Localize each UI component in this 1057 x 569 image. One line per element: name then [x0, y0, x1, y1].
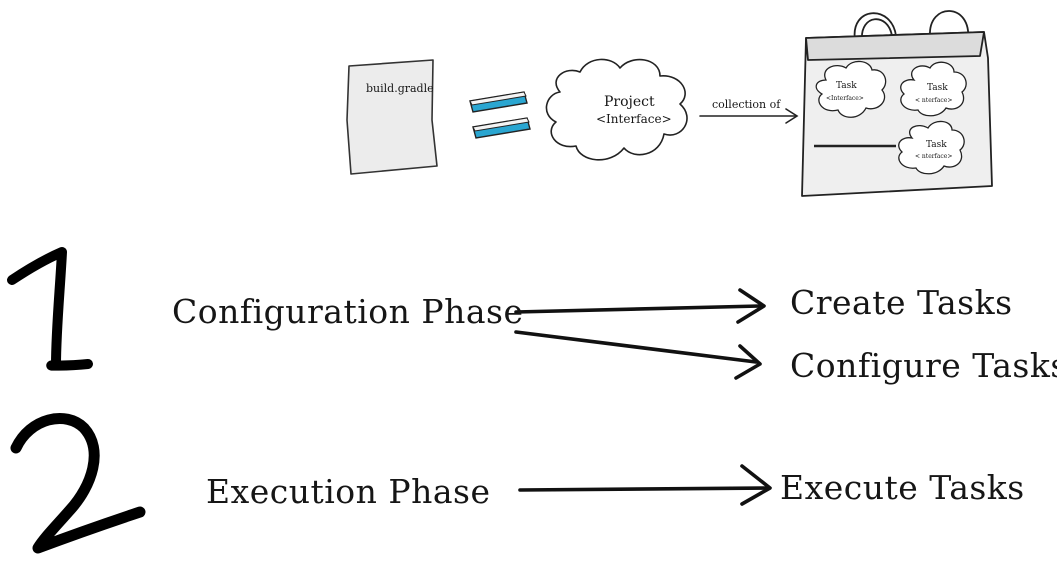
arrow-configuration-configure: [514, 330, 758, 364]
execute-tasks-label: Execute Tasks: [780, 468, 1025, 507]
phase-number-1: [7, 247, 93, 371]
task-label: Task: [926, 140, 947, 150]
execution-phase-label: Execution Phase: [206, 472, 491, 511]
collection-of-label: collection of: [712, 98, 781, 111]
task-cloud-shape: [900, 61, 967, 117]
project-label: Project: [604, 94, 655, 110]
create-tasks-label: Create Tasks: [790, 283, 1013, 322]
task-cloud-shape: [815, 60, 887, 118]
build-file-document: [346, 59, 438, 175]
phase-number-2: [10, 413, 146, 554]
project-interface-label: <Interface>: [596, 112, 672, 126]
arrow-configuration-create: [514, 304, 762, 314]
phase-arrows: [514, 288, 772, 506]
configuration-phase-label: Configuration Phase: [172, 292, 524, 331]
task-interface-label: < nterface>: [915, 153, 953, 160]
equals-icon: [469, 91, 531, 139]
configure-tasks-label: Configure Tasks: [790, 346, 1057, 385]
task-label: Task: [927, 83, 948, 93]
arrow-execution-execute: [518, 486, 770, 492]
task-cloud-shape: [898, 120, 965, 175]
task-interface-label: < nterface>: [915, 97, 953, 104]
collection-arrow: [699, 108, 799, 124]
project-cloud-shape: [545, 58, 688, 161]
task-label: Task: [836, 81, 857, 91]
build-file-label: build.gradle: [366, 82, 434, 95]
task-interface-label: <Interface>: [826, 95, 864, 102]
